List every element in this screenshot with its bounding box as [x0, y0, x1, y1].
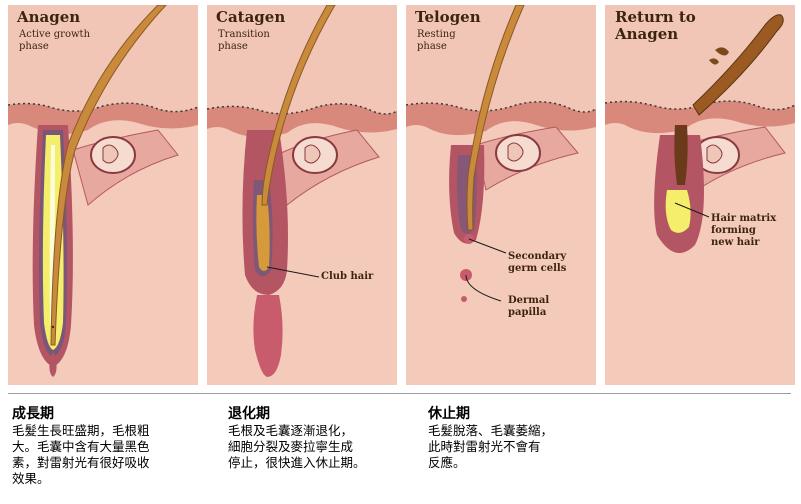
dermal-papilla-label-line-2: papilla	[508, 307, 547, 318]
caption-line: 反應。	[428, 455, 466, 470]
divider-line	[8, 393, 791, 394]
panel-telogen: Telogen Resting phase Secondary germ cel…	[406, 5, 596, 385]
panel-anagen: Anagen Active growth phase	[8, 5, 198, 385]
caption-title: 成長期	[12, 406, 54, 422]
panel-title-line-1: Return to	[615, 8, 696, 26]
caption-title: 退化期	[228, 406, 270, 422]
hair-matrix-label-line-1: Hair matrix	[711, 213, 777, 224]
panel-subtitle-line-2: phase	[19, 41, 49, 52]
panel-subtitle-line-2: phase	[218, 41, 248, 52]
caption-telogen: 休止期 毛髮脫落、毛囊萎縮， 此時對雷射光不會有 反應。	[428, 405, 553, 471]
secondary-germ-label-line-1: Secondary	[508, 251, 567, 262]
caption-line: 此時對雷射光不會有	[428, 439, 541, 454]
panel-title: Anagen	[17, 8, 81, 26]
telogen-illustration	[406, 5, 596, 385]
panel-return-to-anagen: Return to Anagen Hair matrix forming new…	[605, 5, 795, 385]
panel-subtitle-line-1: Transition	[218, 29, 270, 40]
caption-line: 毛髮脫落、毛囊萎縮，	[428, 423, 554, 438]
caption-anagen: 成長期 毛髮生長旺盛期，毛根粗 大。毛囊中含有大量黑色 素，對雷射光有很好吸收 …	[12, 405, 150, 487]
return-to-anagen-illustration	[605, 14, 795, 385]
anagen-illustration	[8, 5, 198, 385]
panel-subtitle-line-1: Resting	[417, 29, 456, 40]
secondary-germ-label-line-2: germ cells	[508, 263, 567, 274]
caption-line: 素，對雷射光有很好吸收	[12, 455, 150, 470]
panel-title: Telogen	[415, 8, 481, 26]
caption-line: 停止，很快進入休止期。	[228, 455, 366, 470]
caption-catagen: 退化期 毛根及毛囊逐漸退化， 細胞分裂及麥拉寧生成 停止，很快進入休止期。	[228, 405, 366, 471]
caption-line: 毛髮生長旺盛期，毛根粗	[12, 423, 150, 438]
catagen-illustration	[207, 5, 397, 385]
dermal-papilla-label-line-1: Dermal	[508, 295, 550, 306]
hair-matrix-label-line-3: new hair	[711, 237, 760, 248]
panel-title: Catagen	[216, 8, 286, 26]
panel-subtitle-line-2: phase	[417, 41, 447, 52]
caption-line: 效果。	[12, 471, 50, 486]
hair-matrix-label-line-2: forming	[711, 225, 756, 236]
club-hair-label: Club hair	[321, 271, 374, 282]
caption-title: 休止期	[428, 406, 470, 422]
panel-title-line-2: Anagen	[615, 25, 679, 43]
caption-line: 大。毛囊中含有大量黑色	[12, 439, 150, 454]
panel-subtitle-line-1: Active growth	[19, 29, 91, 40]
panel-catagen: Catagen Transition phase Club hair	[207, 5, 397, 385]
caption-line: 毛根及毛囊逐漸退化，	[228, 423, 354, 438]
caption-line: 細胞分裂及麥拉寧生成	[228, 439, 354, 454]
